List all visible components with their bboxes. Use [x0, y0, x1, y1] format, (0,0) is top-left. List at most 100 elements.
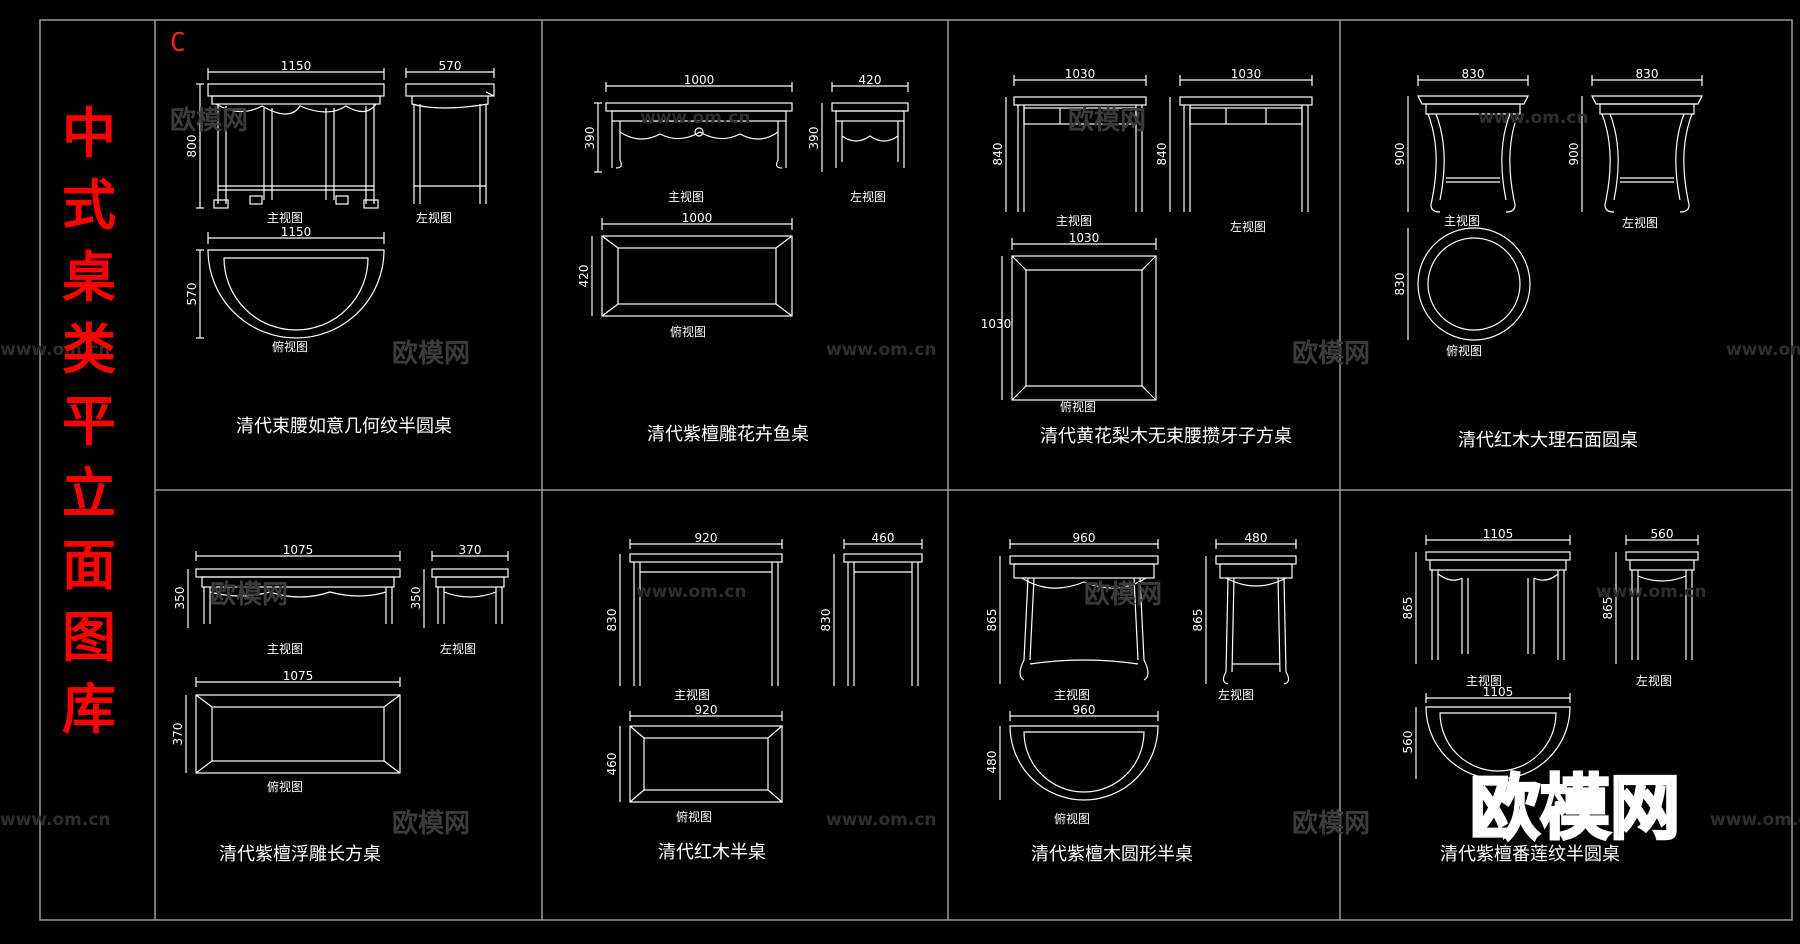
watermark-brand: 欧模网	[1068, 106, 1147, 136]
panel-1-drawings	[196, 68, 495, 339]
p1-top-view	[196, 232, 385, 339]
dimension-label: 1150	[281, 225, 312, 239]
dimension-label: 1000	[684, 73, 715, 87]
dimension-label: 420	[577, 265, 591, 288]
left-view-label: 左视图	[415, 211, 453, 225]
dimension-label: 920	[695, 703, 718, 717]
dimension-label: 830	[1462, 67, 1485, 81]
panel-caption: 清代紫檀雕花卉鱼桌	[647, 424, 809, 445]
title-char: 库	[62, 678, 116, 741]
dimension-label: 865	[1191, 609, 1205, 632]
watermark-brand: 欧模网	[1084, 580, 1163, 610]
watermark-url: www.om.cn	[1478, 108, 1589, 128]
watermark-brand: 欧模网	[170, 106, 249, 136]
dimension-label: 390	[583, 127, 597, 150]
dimension-label: 1030	[1231, 67, 1262, 81]
dimension-label: 840	[1155, 143, 1169, 166]
p8-left-view	[1615, 535, 1699, 664]
watermark-url: www.om.cn	[640, 108, 751, 128]
watermark-url: www.om.cn	[1596, 582, 1707, 602]
dimension-label: 960	[1073, 703, 1096, 717]
watermark-brand: 欧模网	[210, 580, 289, 610]
p2-top-view	[591, 218, 793, 317]
dimension-label: 1105	[1483, 685, 1514, 699]
panel-caption: 清代束腰如意几何纹半圆桌	[236, 416, 452, 437]
dimension-label: 370	[171, 723, 185, 746]
dimension-label: 560	[1651, 527, 1674, 541]
title-char: 中	[62, 102, 116, 165]
title-char: 类	[62, 318, 116, 381]
front-view-label: 主视图	[1053, 688, 1091, 702]
sheet-frame	[39, 19, 1793, 921]
dimension-label: 900	[1393, 143, 1407, 166]
watermark-brand: 欧模网	[392, 339, 471, 369]
title-char: 平	[62, 390, 116, 453]
p2-front-view	[594, 82, 793, 173]
top-view-label: 俯视图	[266, 780, 304, 794]
p4-left-view	[1581, 75, 1703, 213]
dimension-label: 1075	[283, 669, 314, 683]
p4-top-view	[1407, 227, 1531, 341]
p4-front-view	[1407, 75, 1529, 213]
panel-5-drawings	[185, 551, 509, 774]
panel-caption: 清代紫檀浮雕长方桌	[219, 844, 381, 865]
panel-2-drawings	[591, 82, 909, 317]
p3-top-view	[1001, 238, 1157, 401]
watermark-url: www.om.cn	[1726, 340, 1800, 360]
dimension-label: 1030	[1069, 231, 1100, 245]
dimension-label: 390	[807, 127, 821, 150]
panel-caption: 清代黄花梨木无束腰攒牙子方桌	[1040, 426, 1292, 447]
dimension-label: 830	[605, 609, 619, 632]
p7-left-view	[1205, 539, 1297, 685]
top-view-label: 俯视图	[1059, 400, 1097, 414]
dimension-label: 920	[695, 531, 718, 545]
front-view-label: 主视图	[266, 211, 304, 225]
front-view-label: 主视图	[667, 190, 705, 204]
dimension-label: 865	[1401, 597, 1415, 620]
watermark-url: www.om.cn	[0, 340, 111, 360]
watermark-url: www.om.cn	[636, 582, 747, 602]
dimension-label: 800	[185, 135, 199, 158]
top-view-label: 俯视图	[1053, 812, 1091, 826]
dimension-label: 570	[439, 59, 462, 73]
dimension-label: 830	[1636, 67, 1659, 81]
dimension-label: 900	[1567, 143, 1581, 166]
dimension-label: 480	[985, 751, 999, 774]
sheet-mark: C	[170, 28, 186, 58]
dimension-label: 865	[1601, 597, 1615, 620]
watermark-url: www.om.cn	[826, 340, 937, 360]
p5-left-view	[423, 551, 509, 628]
panel-caption: 清代红木半桌	[658, 842, 766, 863]
p1-front-dims	[196, 68, 385, 209]
dimension-label: 460	[872, 531, 895, 545]
front-view-label: 主视图	[1443, 214, 1481, 228]
panel-caption: 清代红木大理石面圆桌	[1458, 430, 1638, 451]
dimension-label: 420	[859, 73, 882, 87]
dimension-label: 1000	[682, 211, 713, 225]
top-view-label: 俯视图	[669, 325, 707, 339]
dimension-label: 480	[1245, 531, 1268, 545]
left-view-label: 左视图	[1217, 688, 1255, 702]
left-view-label: 左视图	[1621, 216, 1659, 230]
p5-top-view	[185, 677, 401, 774]
dimension-label: 350	[173, 587, 187, 610]
watermark-url: www.om.cn	[0, 810, 111, 830]
p1-front-view	[207, 83, 385, 209]
top-view-label: 俯视图	[675, 810, 713, 824]
front-view-label: 主视图	[1055, 214, 1093, 228]
p3-left-view	[1169, 75, 1313, 212]
watermark-brand: 欧模网	[1292, 809, 1371, 839]
p5-front-view	[187, 551, 401, 628]
dimension-label: 350	[409, 587, 423, 610]
dimension-label: 370	[459, 543, 482, 557]
title-char: 桌	[62, 246, 116, 309]
watermark-url: www.om.cn	[826, 810, 937, 830]
p6-top-view	[619, 711, 783, 803]
dimension-label: 865	[985, 609, 999, 632]
dimension-label: 830	[819, 609, 833, 632]
panel-caption: 清代紫檀木圆形半桌	[1031, 844, 1193, 865]
watermark-brand: 欧模网	[1292, 339, 1371, 369]
panel-3-drawings	[1001, 75, 1313, 401]
p1-left-view	[405, 68, 495, 204]
